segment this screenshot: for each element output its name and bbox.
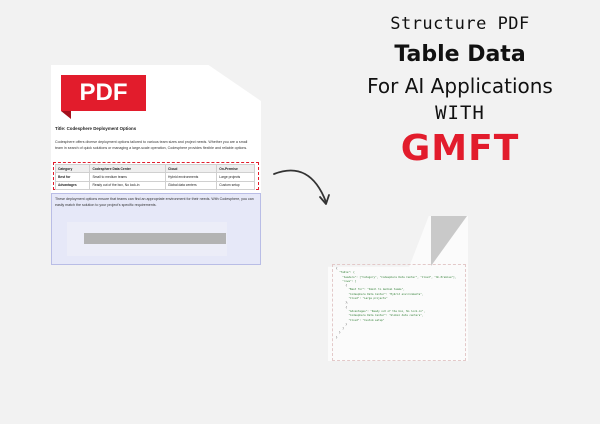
pdf-document: PDF Title: Codesphere Deployment Options… bbox=[51, 65, 261, 265]
table-cell: Advantages bbox=[54, 180, 91, 191]
json-line: "Best for": "Small to medium teams", bbox=[336, 288, 405, 292]
json-line: "Table": { bbox=[336, 271, 355, 275]
json-line: "headers": ["Category", "Codesphere Data… bbox=[336, 275, 457, 279]
table-cell: Best for bbox=[54, 172, 91, 182]
table-cell: Hybrid environments bbox=[165, 172, 218, 182]
json-line: "Cloud": "Custom setup" bbox=[336, 318, 385, 322]
headline-line-2: Table Data bbox=[394, 42, 526, 67]
json-line: { bbox=[336, 267, 338, 270]
json-line: "Codesphere Data Center": "Global data c… bbox=[336, 314, 424, 318]
table-header: On-Premise bbox=[216, 163, 255, 174]
file-fold-icon bbox=[431, 216, 467, 266]
curved-arrow-icon bbox=[273, 169, 330, 205]
table-cell: Small to medium teams bbox=[89, 172, 167, 182]
json-line: "Cloud": "Large projects" bbox=[336, 297, 388, 301]
pdf-badge: PDF bbox=[61, 75, 146, 111]
json-code-block: { "Table": { "headers": ["Category", "Co… bbox=[332, 264, 466, 361]
doc-intro: Codesphere offers diverse deployment opt… bbox=[55, 140, 248, 150]
pdf-badge-fold bbox=[61, 111, 71, 119]
json-line: ] bbox=[336, 327, 344, 331]
doc-title: Title: Codesphere Deployment Options bbox=[55, 126, 137, 131]
table-cell: Large projects bbox=[216, 172, 255, 182]
table-header: Codesphere Data Center bbox=[89, 163, 167, 174]
table-cell: Ready out of the box, No lock-in bbox=[89, 180, 167, 191]
headline-line-4: WITH bbox=[435, 102, 485, 124]
table-cell: Custom setup bbox=[216, 180, 255, 191]
json-line: } bbox=[336, 331, 341, 335]
json-code: { "Table": { "headers": ["Category", "Co… bbox=[333, 265, 465, 342]
doc-outro: These deployment options ensure that tea… bbox=[55, 197, 254, 207]
doc-table: Category Codesphere Data Center Cloud On… bbox=[54, 163, 255, 191]
table-row: Advantages Ready out of the box, No lock… bbox=[54, 180, 255, 191]
json-line: { bbox=[336, 284, 347, 288]
table-cell: Global data centers bbox=[165, 180, 218, 191]
json-file: { "Table": { "headers": ["Category", "Co… bbox=[328, 216, 470, 362]
json-line: } bbox=[336, 335, 338, 339]
json-line: } bbox=[336, 322, 347, 326]
json-line: }, bbox=[336, 301, 349, 305]
table-row: Best for Small to medium teams Hybrid en… bbox=[54, 172, 255, 182]
json-line: { bbox=[336, 305, 347, 309]
headline-line-1: Structure PDF bbox=[390, 14, 530, 34]
headline-line-3: For AI Applications bbox=[367, 74, 553, 98]
json-line: "Advantages": "Ready out of the box, No … bbox=[336, 309, 426, 313]
table-header: Category bbox=[54, 163, 91, 174]
json-line: "Codesphere Data Center": "Hybrid enviro… bbox=[336, 292, 424, 296]
json-line: "rows": [ bbox=[336, 279, 357, 283]
table-header: Cloud bbox=[165, 163, 218, 174]
headline-brand: GMFT bbox=[400, 128, 520, 169]
placeholder-bar bbox=[84, 233, 226, 244]
